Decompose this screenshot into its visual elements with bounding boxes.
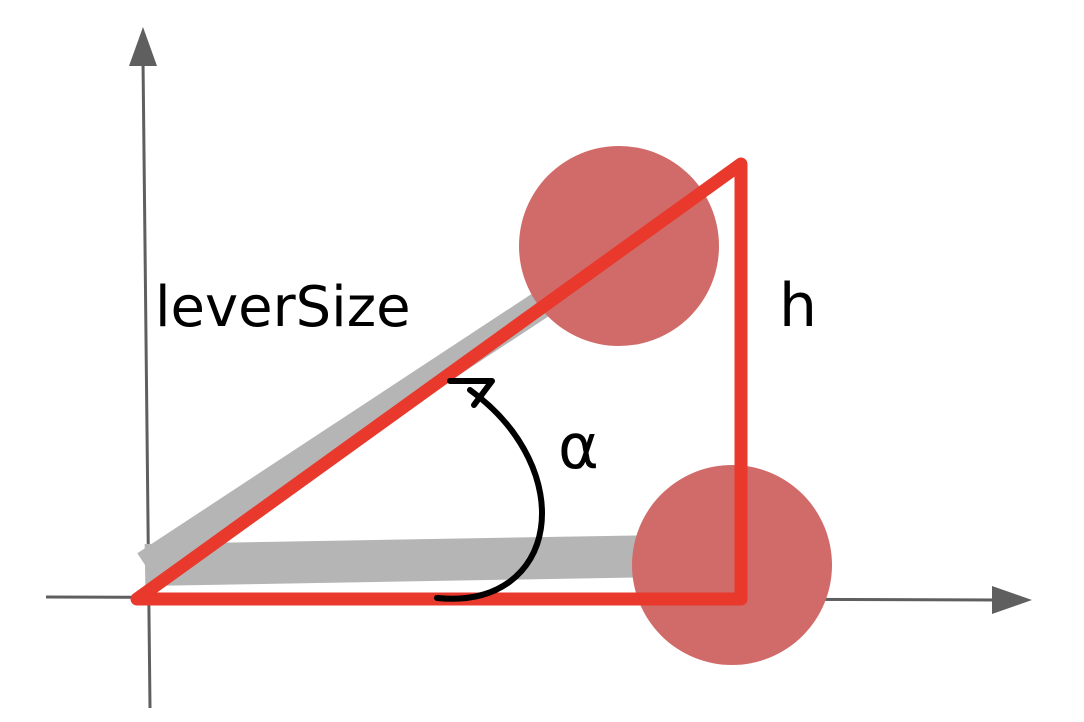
height-label: h	[779, 271, 817, 341]
angle-arrowhead	[447, 378, 495, 408]
y-axis	[141, 59, 152, 709]
lever-size-label: leverSize	[155, 275, 411, 340]
angle-label: α	[558, 410, 599, 483]
x-axis-arrowhead	[992, 586, 1032, 614]
weights	[519, 146, 832, 665]
angle-arc-group	[434, 378, 545, 602]
y-axis-arrowhead	[129, 27, 157, 66]
lower-weight-circle	[632, 465, 832, 665]
axes	[45, 27, 1032, 709]
angle-arc	[434, 387, 545, 602]
lower-lever-bar	[144, 534, 721, 586]
